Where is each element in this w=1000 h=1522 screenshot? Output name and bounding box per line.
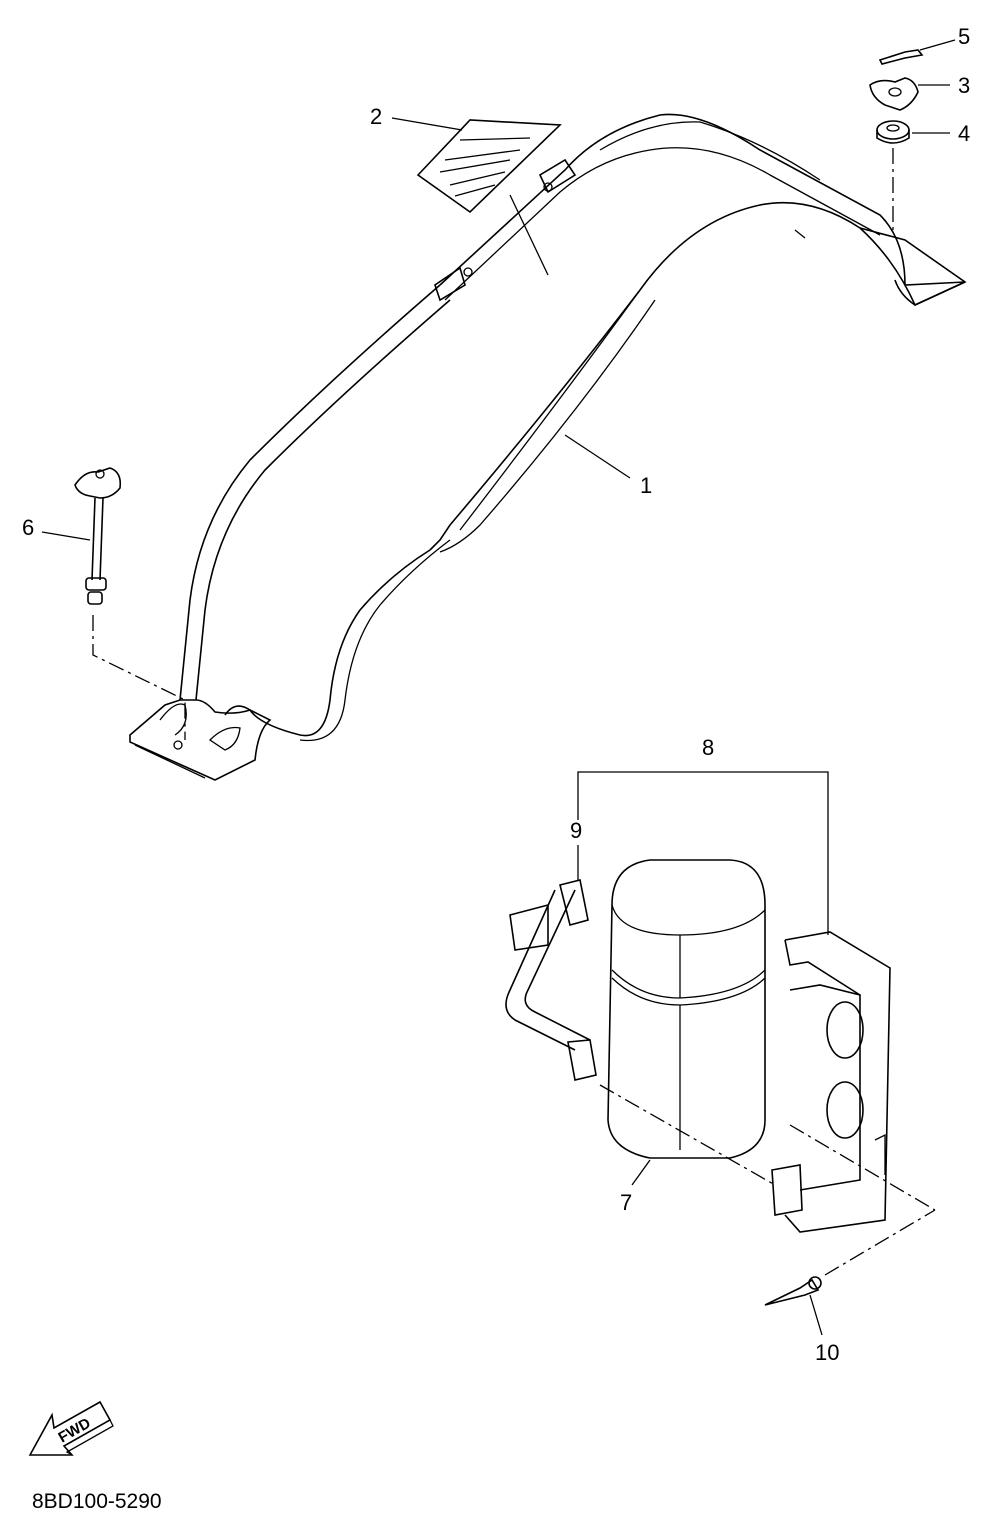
callout-2: 2 <box>370 104 382 129</box>
callout-3: 3 <box>958 73 970 98</box>
callout-7: 7 <box>620 1190 632 1215</box>
forward-direction-arrow: FWD <box>28 1400 114 1456</box>
callout-9: 9 <box>570 818 582 843</box>
grommet-part <box>876 120 950 230</box>
fender-part <box>129 113 967 781</box>
assembly-bracket-callout <box>577 771 829 935</box>
split-pin-part <box>878 39 956 65</box>
callout-6: 6 <box>22 515 34 540</box>
drawing-code: 8BD100-5290 <box>32 1490 162 1513</box>
wing-nut-part <box>869 77 950 111</box>
callout-5: 5 <box>958 24 970 49</box>
decal-label-part <box>391 117 562 276</box>
rivet-part <box>764 1209 936 1336</box>
callout-10: 10 <box>815 1340 839 1365</box>
strap-band-part <box>505 879 776 1186</box>
callout-8: 8 <box>702 735 714 760</box>
callout-1: 1 <box>640 473 652 498</box>
tool-container-part <box>607 859 766 1186</box>
wing-bolt-part <box>41 467 186 740</box>
callout-4: 4 <box>958 121 970 146</box>
fwd-arrow-label: FWD <box>56 1415 94 1447</box>
mounting-bracket-part <box>771 931 936 1233</box>
leader-line-part-1 <box>564 434 631 479</box>
